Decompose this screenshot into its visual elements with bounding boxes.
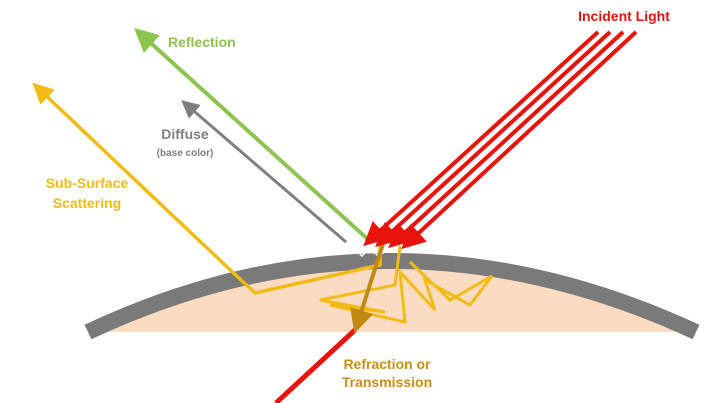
incident-ray-4: [401, 30, 638, 250]
material-surface: [84, 253, 700, 340]
refraction-label-line2: Transmission: [342, 374, 432, 390]
incident-ray-1: [363, 30, 600, 247]
refraction-internal-arrow: [350, 243, 385, 334]
incident-ray-2: [375, 30, 612, 248]
diffuse-label: Diffuse: [161, 126, 209, 142]
refraction-label-line1: Refraction or: [343, 356, 431, 372]
diffuse-ray: [181, 100, 347, 244]
incident-light-label: Incident Light: [578, 8, 670, 24]
subsurface-label-line2: Scattering: [53, 195, 121, 211]
refraction-exit-ray: [274, 328, 357, 403]
reflection-label: Reflection: [168, 34, 236, 50]
incident-ray-3: [388, 30, 625, 249]
incident-light-rays: [363, 30, 638, 250]
subsurface-label-line1: Sub-Surface: [46, 175, 129, 191]
reflection-ray: [134, 27, 374, 245]
subsurface-internal-bounces: [319, 245, 494, 324]
diffuse-sublabel: (base color): [157, 148, 214, 159]
